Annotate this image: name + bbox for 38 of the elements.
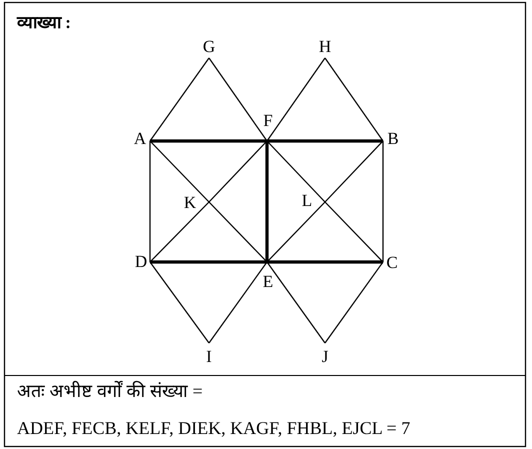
line-segment (150, 140, 210, 202)
point-label: E (262, 273, 274, 291)
point-label: I (206, 348, 212, 366)
line-segment (150, 139, 267, 143)
point-label: B (387, 130, 399, 148)
line-segment (208, 262, 268, 344)
line-segment (266, 262, 326, 344)
line-segment (324, 140, 384, 202)
line-segment (266, 140, 326, 202)
line-segment (266, 58, 326, 142)
line-segment (150, 262, 210, 344)
line-segment (382, 141, 384, 262)
point-label: G (202, 38, 216, 56)
line-segment (208, 140, 268, 202)
line-segment (324, 262, 384, 344)
line-segment (265, 141, 269, 262)
point-label: F (263, 112, 273, 130)
point-label: D (134, 253, 148, 271)
line-segment (324, 58, 384, 142)
line-segment (150, 260, 267, 264)
point-label: H (318, 38, 332, 56)
line-segment (267, 260, 383, 264)
line-segment (208, 202, 268, 262)
line-segment (150, 202, 210, 262)
line-segment (150, 58, 210, 142)
point-label: A (134, 130, 146, 148)
line-segment (208, 58, 268, 142)
point-label: C (386, 254, 398, 272)
line-segment (324, 202, 384, 262)
line-segment (267, 139, 383, 143)
heading: व्याख्या : (17, 12, 71, 33)
answer-text: ADEF, FECB, KELF, DIEK, KAGF, FHBL, EJCL = 7 (17, 417, 410, 440)
point-label: K (184, 194, 196, 212)
line-segment (266, 202, 326, 262)
point-label: J (322, 348, 328, 366)
line-segment (149, 141, 151, 262)
answer-text: अतः अभीष्ट वर्गों की संख्या = (17, 380, 203, 403)
point-label: L (302, 192, 312, 210)
